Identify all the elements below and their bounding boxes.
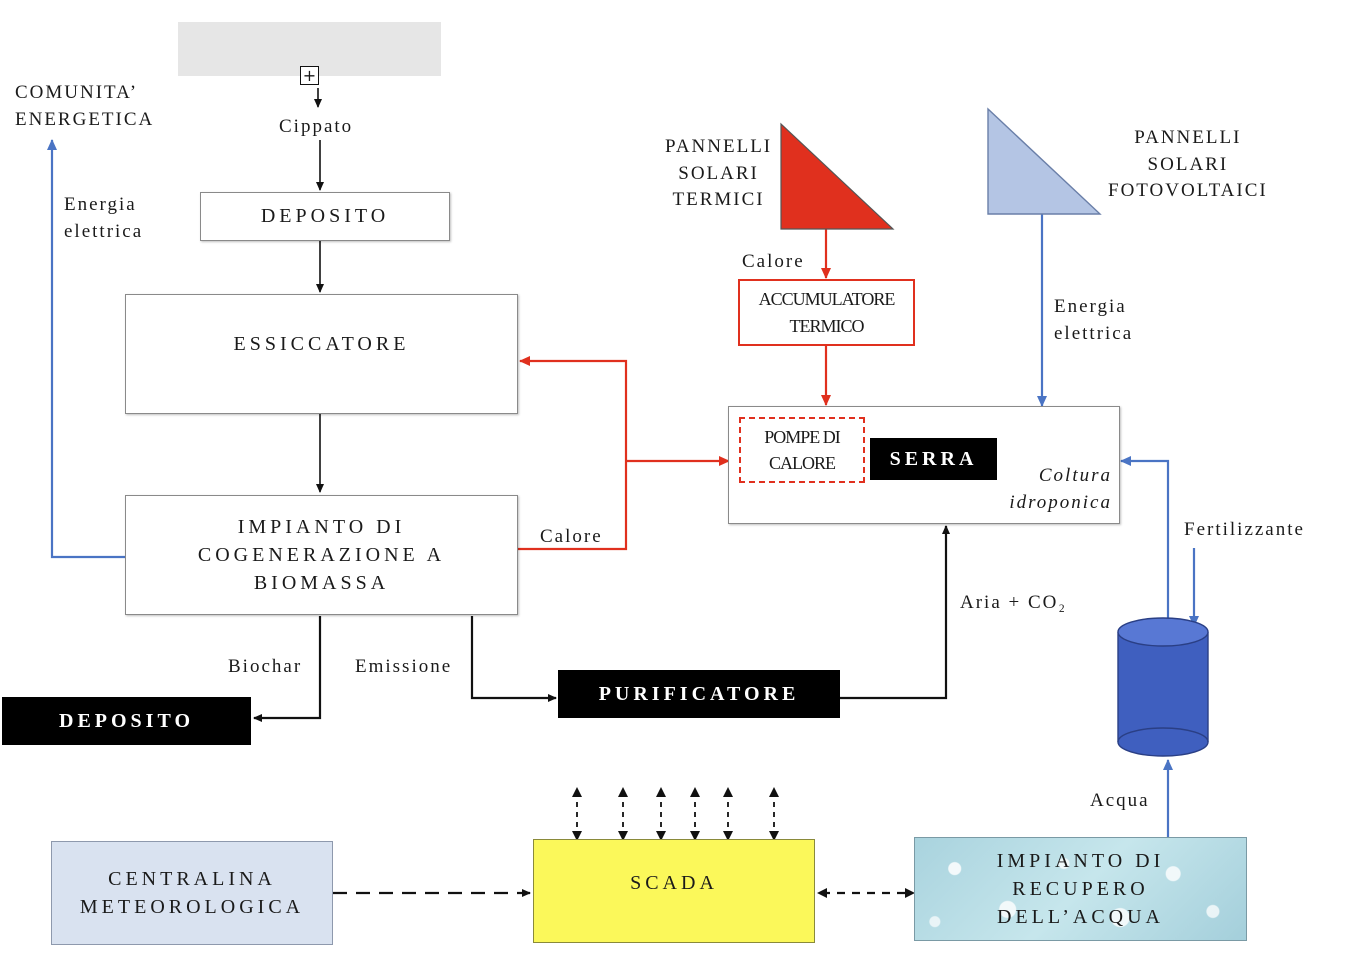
cogenerazione-label: IMPIANTO DI COGENERAZIONE A BIOMASSA [197, 516, 446, 594]
centralina-meteorologica-label: CENTRALINA METEOROLOGICA [79, 868, 305, 918]
arrow-biochar [253, 616, 322, 722]
arrow-tank-to-serra [1120, 456, 1170, 632]
impianto-recupero-acqua-box: IMPIANTO DI RECUPERO DELL’ACQUA [914, 837, 1247, 941]
square-plus-icon[interactable]: + [300, 66, 319, 85]
cippato-label: Cippato [279, 116, 354, 137]
aria-co2-label: Aria + CO₂ [960, 592, 1067, 613]
fertilizzante-label: Fertilizzante [1184, 519, 1305, 540]
calore-solar-label: Calore [742, 251, 805, 272]
pannelli-termici-label: PANNELLI SOLARI TERMICI [665, 136, 773, 211]
energia-elettrica-right-label: Energia elettrica [1054, 296, 1134, 344]
serra-label: SERRA [889, 447, 978, 470]
essiccatore-box: ESSICCATORE [125, 294, 518, 414]
solar-thermal-panel-shape [780, 122, 895, 230]
emissione-label: Emissione [355, 656, 453, 677]
purificatore-label: PURIFICATORE [598, 682, 800, 705]
pompe-di-calore-box: POMPE DI CALORE [739, 417, 865, 483]
arrow-purificatore-to-serra [840, 525, 950, 700]
centralina-meteorologica-box: CENTRALINA METEOROLOGICA [51, 841, 333, 945]
acqua-label: Acqua [1090, 790, 1150, 811]
coltura-idroponica-label: Coltura idroponica [1009, 465, 1112, 513]
scada-box: SCADA [533, 839, 815, 943]
purificatore-box: PURIFICATORE [558, 670, 840, 718]
solar-pv-panel-shape [987, 107, 1102, 215]
accumulatore-termico-label: ACCUMULATORE TERMICO [758, 289, 896, 336]
arrow-emissione [470, 616, 557, 702]
deposito-bottom-label: DEPOSITO [59, 709, 194, 732]
deposito-top-label: DEPOSITO [260, 205, 390, 227]
arrow-calore-cogeneration [518, 356, 628, 551]
scada-label: SCADA [630, 872, 718, 894]
accumulatore-termico-box: ACCUMULATORE TERMICO [738, 279, 915, 346]
deposito-bottom-box: DEPOSITO [2, 697, 251, 745]
comunita-energetica-label: COMUNITA’ ENERGETICA [15, 82, 155, 130]
impianto-recupero-acqua-label: IMPIANTO DI RECUPERO DELL’ACQUA [996, 850, 1165, 928]
serra-box: SERRA [870, 438, 997, 480]
deposito-top-box: DEPOSITO [200, 192, 450, 241]
arrow-to-comunita [47, 139, 125, 559]
calore-cogeneration-label: Calore [540, 526, 603, 547]
essiccatore-label: ESSICCATORE [233, 333, 410, 355]
water-tank-shape [1117, 617, 1209, 757]
biochar-label: Biochar [228, 656, 303, 677]
energia-elettrica-left-label: Energia elettrica [64, 194, 144, 242]
pannelli-fotovoltaici-label: PANNELLI SOLARI FOTOVOLTAICI [1108, 127, 1268, 202]
cogenerazione-box: IMPIANTO DI COGENERAZIONE A BIOMASSA [125, 495, 518, 615]
pompe-di-calore-label: POMPE DI CALORE [764, 426, 841, 473]
